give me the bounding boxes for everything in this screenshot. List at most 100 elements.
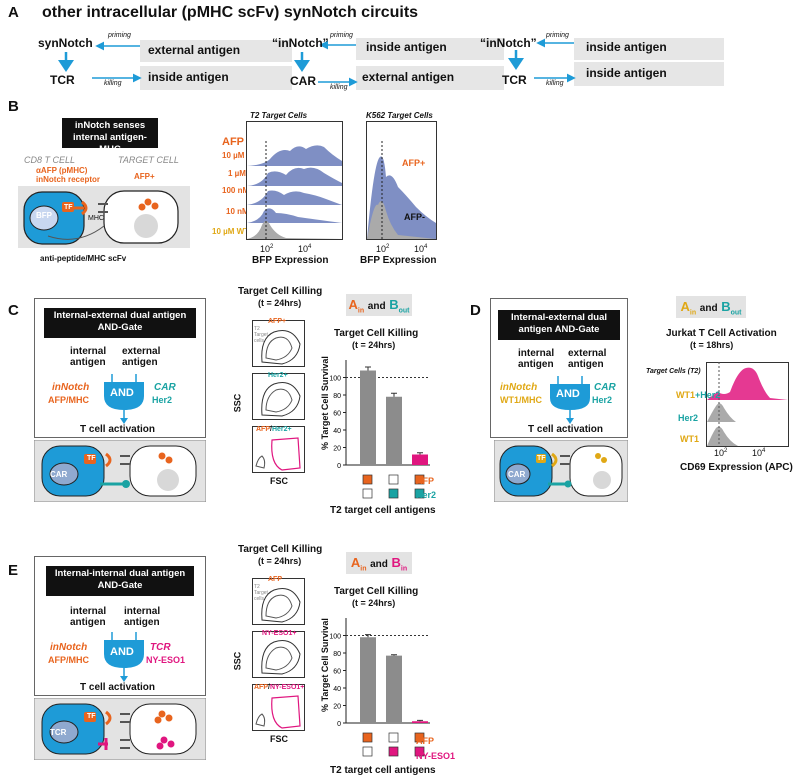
- c-antigens: T2 target cell antigens: [330, 505, 436, 516]
- d-car-sub: Her2: [592, 395, 613, 405]
- c-leg2: Her2: [416, 490, 437, 500]
- c1-down-arrow-head: [58, 60, 74, 72]
- d-tf-label: TF: [537, 455, 546, 462]
- c-flow2: Her2+: [268, 372, 288, 379]
- panel-b-cell-schematic: [18, 186, 190, 248]
- e-and-label: AND: [110, 646, 134, 658]
- y-tick-label: 80: [333, 651, 341, 658]
- e-leg2: NY-ESO1: [416, 751, 456, 761]
- d-tick-1: 102: [714, 448, 728, 458]
- d-histograms: [706, 362, 789, 447]
- c-and-gate: [104, 374, 144, 424]
- y-tick-label: 80: [333, 393, 341, 400]
- panel-b-letter: B: [8, 98, 19, 115]
- c2-int-box: [356, 66, 504, 90]
- c1-ext-box: [140, 40, 292, 62]
- legend-afp-1: [362, 732, 373, 743]
- e-and-gate: [104, 632, 144, 682]
- c-act: T cell activation: [80, 424, 156, 435]
- c2-killing: killing: [330, 84, 348, 91]
- c3-top: “inNotch”: [480, 36, 537, 50]
- e-innotch-sub: AFP/MHC: [48, 655, 89, 665]
- c-int-ag: internal antigen: [70, 346, 107, 368]
- c-innotch-sub: AFP/MHC: [48, 395, 89, 405]
- t2-tick-1: 102: [260, 244, 274, 254]
- e-ssc: SSC: [232, 651, 243, 671]
- c3-int: inside antigen: [586, 66, 667, 80]
- y-tick-label: 20: [333, 446, 341, 453]
- t2-tick-2: 104: [298, 244, 312, 254]
- c2-top: “inNotch”: [272, 36, 329, 50]
- d-innotch-sub: WT1/MHC: [500, 395, 542, 405]
- c-cell-schematic: [34, 440, 206, 502]
- y-tick-label: 100: [329, 634, 341, 641]
- y-tick-label: 100: [329, 376, 341, 383]
- panel-c-letter: C: [8, 302, 19, 319]
- e-tcr-sub: NY-ESO1: [146, 655, 186, 665]
- afp-cell-label: AFP+: [134, 172, 155, 181]
- e-antigens: T2 target cell antigens: [330, 765, 436, 776]
- k562-tick-1: 102: [376, 244, 390, 254]
- d-int-ag: internal antigen: [518, 348, 555, 370]
- y-tick-label: 0: [337, 463, 341, 470]
- e-gate-label: Ain and Bin: [346, 552, 412, 574]
- legend-second-1: [362, 488, 373, 499]
- y-tick-label: 20: [333, 704, 341, 711]
- panel-b-box-title: inNotch senses internal antigen-MHC: [62, 118, 158, 155]
- k562-xlabel: BFP Expression: [360, 255, 437, 266]
- e-fsc: FSC: [270, 734, 288, 744]
- e-cell-schematic: [34, 698, 206, 760]
- e-kill-t: (t = 24hrs): [258, 556, 302, 566]
- c-leg1: AFP: [416, 476, 434, 486]
- c-tf-label: TF: [87, 455, 96, 462]
- conc-1: 10 µM: [222, 151, 245, 160]
- t2-title: T2 Target Cells: [250, 111, 308, 120]
- c3-int-box: [574, 62, 724, 86]
- tf-label-b: TF: [64, 204, 73, 211]
- bar-3: [412, 454, 428, 465]
- e-tcr-cell-label: TCR: [50, 728, 67, 737]
- c1-top: synNotch: [38, 36, 93, 50]
- d-tick-2: 104: [752, 448, 766, 458]
- panel-e-letter: E: [8, 562, 19, 579]
- c-car-sub: Her2: [152, 395, 173, 405]
- d-tc: Target Cells (T2): [646, 368, 701, 375]
- conc-3: 100 nM: [222, 186, 250, 195]
- panel-a-circuits: [58, 38, 724, 90]
- d-r2: Her2: [678, 413, 699, 423]
- legend-afp-3: [414, 732, 425, 743]
- e-innotch: inNotch: [50, 642, 88, 653]
- c-flow1-sub: T2 Target cells: [254, 326, 268, 344]
- legend-afp-1: [362, 474, 373, 485]
- c1-ext: external antigen: [148, 43, 241, 57]
- e-tcr: TCR: [150, 642, 171, 653]
- panel-c-box-title: Internal-external dual antigen AND-Gate: [44, 308, 196, 338]
- c-fsc: FSC: [270, 476, 288, 486]
- d-and-label: AND: [556, 388, 580, 400]
- c3-ext-box: [574, 38, 724, 60]
- afp-head: AFP: [222, 136, 244, 148]
- e-kill-head: Target Cell Killing: [238, 544, 323, 555]
- bar-1: [360, 370, 376, 465]
- e-chart-title: Target Cell Killing: [334, 586, 419, 597]
- e-flow3: AFP/NY-ESO1+: [254, 684, 305, 691]
- c3-priming: priming: [546, 32, 569, 39]
- d-head: Jurkat T Cell Activation: [666, 328, 777, 339]
- d-head-t: (t = 18hrs): [690, 340, 734, 350]
- y-tick-label: 0: [337, 721, 341, 728]
- y-tick-label: 60: [333, 669, 341, 676]
- t2-histogram-stack: [246, 121, 343, 240]
- d-r1: WT1+Her2: [676, 390, 721, 400]
- target-label: TARGET CELL: [118, 155, 179, 165]
- panel-d-box-title: Internal-external dual antigen AND-Gate: [498, 310, 620, 340]
- c2-bottom: CAR: [290, 74, 316, 88]
- c2-ext-box: [356, 38, 504, 60]
- legend-afp-2: [388, 732, 399, 743]
- c1-bottom: TCR: [50, 73, 75, 87]
- bar-3: [412, 721, 428, 723]
- receptor-label-1: αAFP (pMHC): [36, 166, 88, 175]
- afp-neg-label: AFP-: [404, 212, 425, 222]
- c-car-cell-label: CAR: [50, 470, 68, 479]
- legend-second-3: [414, 746, 425, 757]
